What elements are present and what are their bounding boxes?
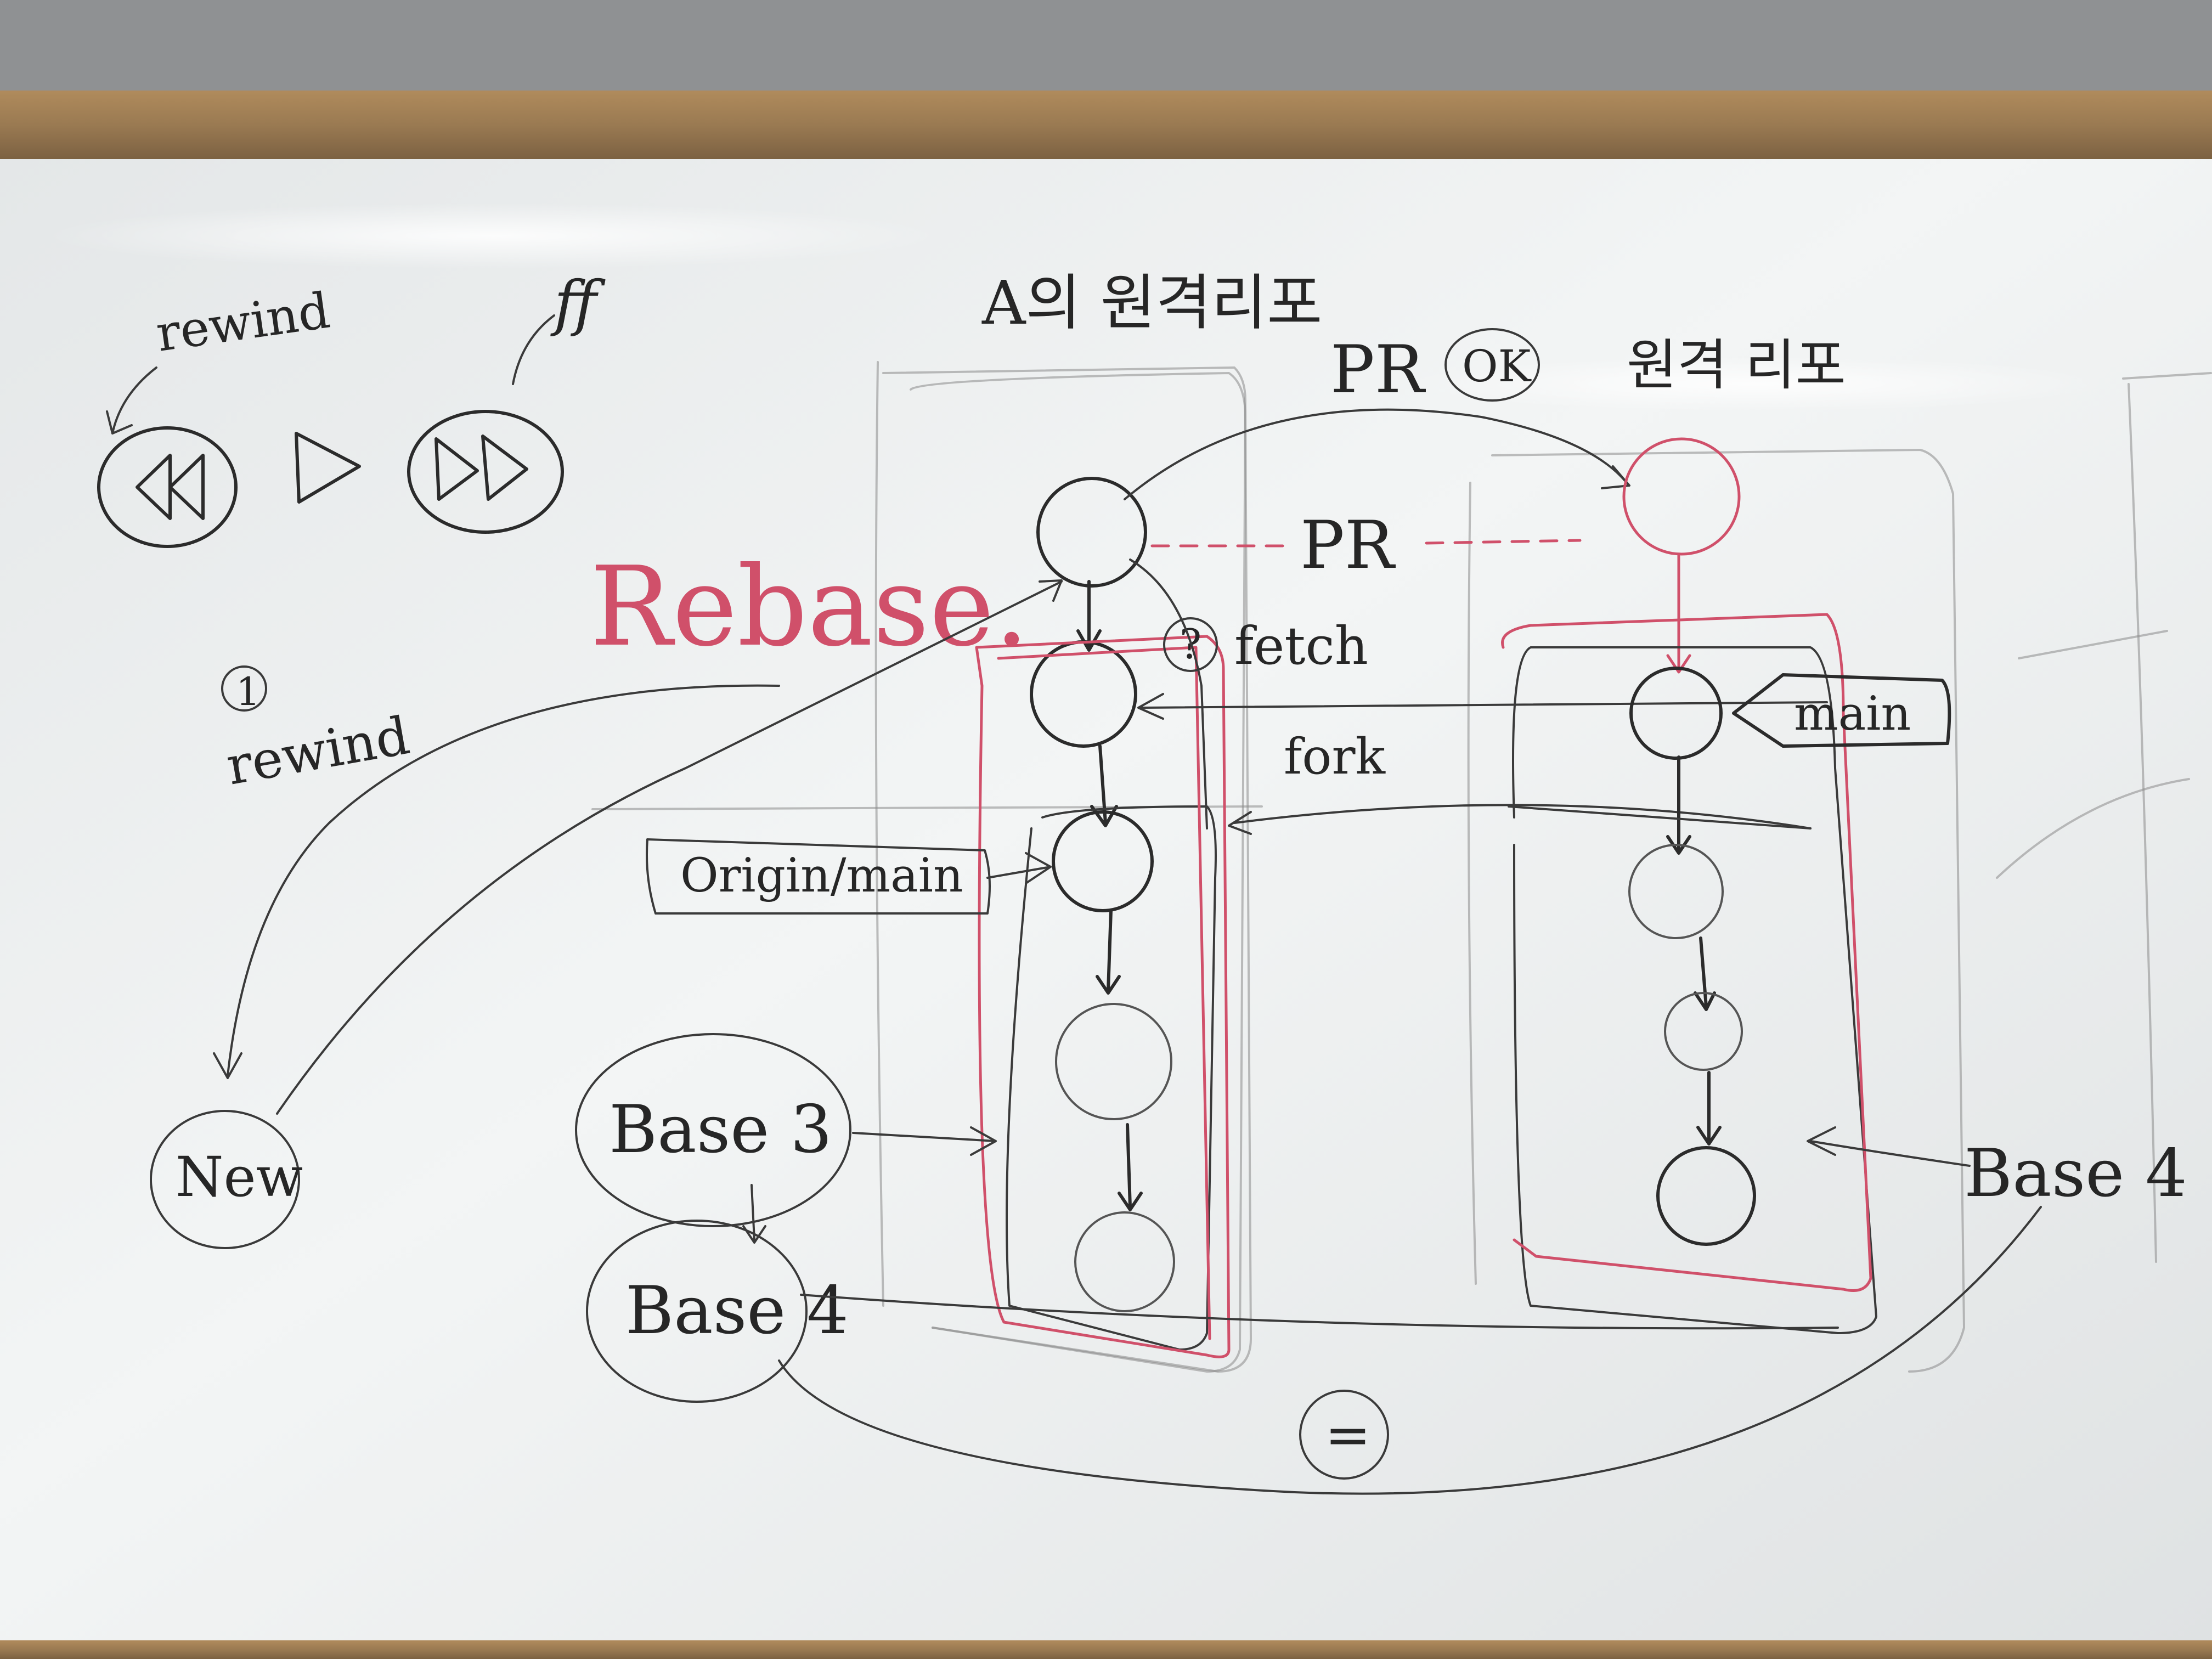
ok-text: OK [1462, 341, 1532, 392]
pr-label-mid: PR [1300, 507, 1396, 584]
fetch-label: fetch [1234, 616, 1368, 676]
base4-right-label: Base 4 [1964, 1136, 2187, 1212]
remote-repo-title: 원격 리포 [1627, 333, 1846, 397]
wood-frame-top [0, 91, 2212, 159]
base4-left-label: Base 4 [625, 1273, 849, 1349]
fork-label: fork [1284, 728, 1386, 786]
new-label: New [176, 1145, 303, 1209]
wood-frame-bottom [0, 1640, 2212, 1659]
rebase-label: Rebase. [590, 543, 1029, 671]
base3-label: Base 3 [609, 1092, 832, 1168]
origin-main-label: Origin/main [680, 849, 963, 903]
equals-sign: = [1325, 1403, 1371, 1467]
repo-a-title: A의 원격리포 [981, 268, 1322, 338]
wall-top [0, 0, 2212, 93]
glare-left [44, 203, 944, 269]
pr-label-top: PR [1330, 332, 1426, 408]
circled-number-text: 1 [236, 669, 261, 714]
main-tag-label: main [1794, 687, 1911, 741]
